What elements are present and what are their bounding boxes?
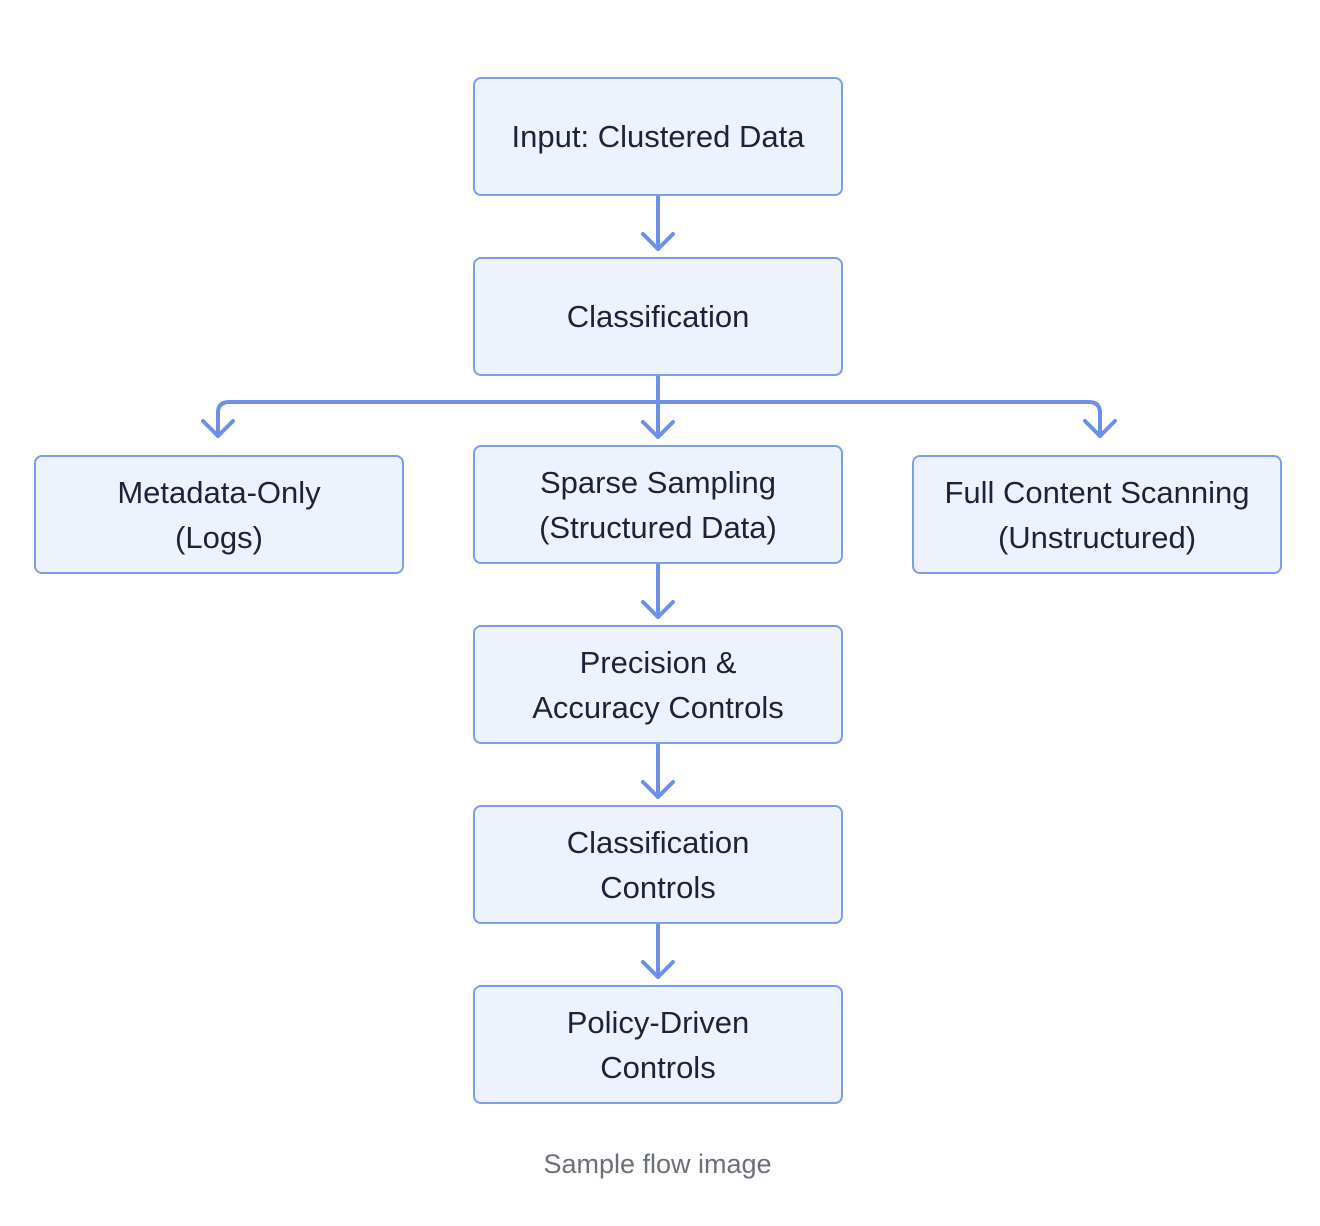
node-label-sparse-sampling: Sparse Sampling (Structured Data) <box>539 464 777 545</box>
node-full-content-scanning: Full Content Scanning (Unstructured) <box>912 455 1282 574</box>
arrowhead-input-to-classification <box>641 232 675 251</box>
node-policy-driven-controls: Policy-Driven Controls <box>473 985 843 1104</box>
node-classification-controls: Classification Controls <box>473 805 843 924</box>
arrowhead-classification-controls-to-policy <box>641 960 675 979</box>
node-input-clustered-data: Input: Clustered Data <box>473 77 843 196</box>
arrowhead-to-metadata-only <box>201 419 235 438</box>
arrowhead-to-sparse-sampling <box>641 420 675 439</box>
arrowhead-to-full-content <box>1083 419 1117 438</box>
arrowhead-sparse-to-precision <box>641 600 675 619</box>
arrowhead-precision-to-classification-controls <box>641 780 675 799</box>
connector-branch-bar <box>216 400 1102 415</box>
node-label-classification: Classification <box>566 299 750 334</box>
node-label-input: Input: Clustered Data <box>511 119 805 154</box>
node-label-classification-controls: Classification Controls <box>566 824 750 905</box>
node-label-precision: Precision & Accuracy Controls <box>532 644 784 725</box>
node-precision-accuracy-controls: Precision & Accuracy Controls <box>473 625 843 744</box>
node-label-metadata-only: Metadata-Only (Logs) <box>117 474 321 555</box>
node-sparse-sampling: Sparse Sampling (Structured Data) <box>473 445 843 564</box>
node-classification: Classification <box>473 257 843 376</box>
node-label-full-content: Full Content Scanning (Unstructured) <box>944 474 1250 555</box>
figure-caption: Sample flow image <box>543 1149 772 1179</box>
node-metadata-only: Metadata-Only (Logs) <box>34 455 404 574</box>
node-label-policy-driven: Policy-Driven Controls <box>566 1004 750 1085</box>
